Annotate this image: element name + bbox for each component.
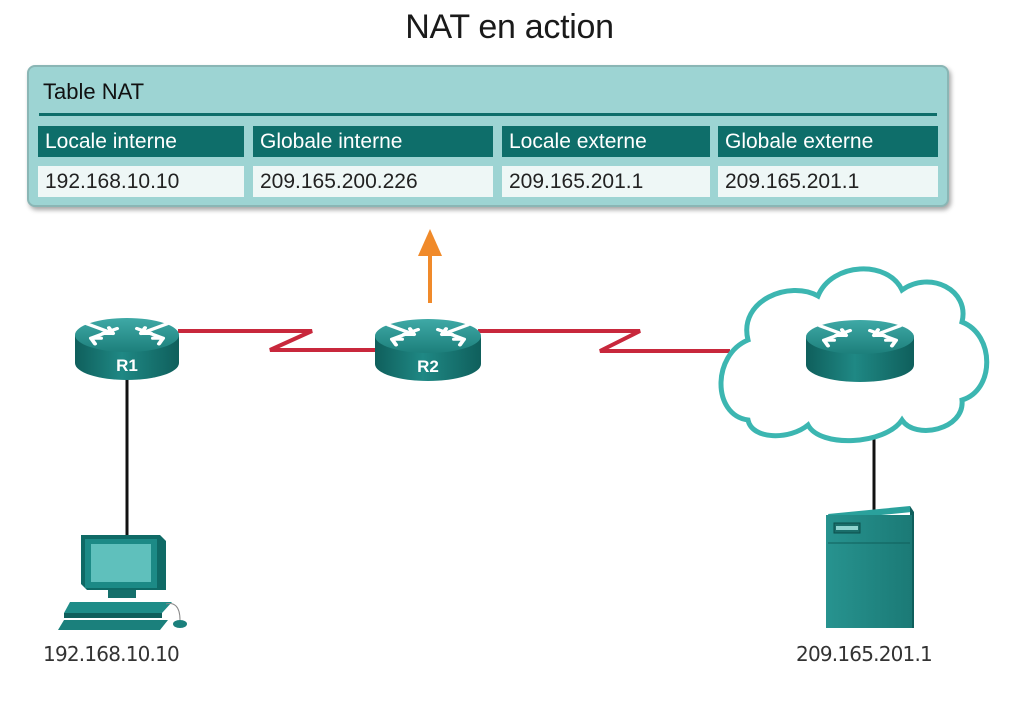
diagram-title: NAT en action xyxy=(405,8,614,46)
server-icon xyxy=(826,506,914,628)
router-r2-label: R2 xyxy=(417,357,439,376)
nat-table-title: Table NAT xyxy=(43,79,145,104)
nat-table-divider xyxy=(39,113,937,116)
router-r1 xyxy=(75,318,179,380)
r1-r2-serial-link xyxy=(178,329,380,352)
nat-table-panel: Table NAT Locale interne Globale interne… xyxy=(27,65,949,207)
cell-inside-local: 192.168.10.10 xyxy=(38,166,244,197)
isp-router xyxy=(806,320,914,382)
header-outside-local: Locale externe xyxy=(502,126,710,157)
r2-isp-serial-link xyxy=(478,329,730,353)
pc-address-label: 192.168.10.10 xyxy=(43,642,179,666)
router-r2 xyxy=(375,319,481,381)
pc-icon xyxy=(58,535,187,630)
nat-lookup-arrow-icon xyxy=(418,229,442,303)
cell-inside-global: 209.165.200.226 xyxy=(253,166,493,197)
router-r1-label: R1 xyxy=(116,356,138,375)
header-outside-global: Globale externe xyxy=(718,126,938,157)
header-inside-local: Locale interne xyxy=(38,126,244,157)
header-inside-global: Globale interne xyxy=(253,126,493,157)
cell-outside-local: 209.165.201.1 xyxy=(502,166,710,197)
server-address-label: 209.165.201.1 xyxy=(796,642,932,666)
cell-outside-global: 209.165.201.1 xyxy=(718,166,938,197)
